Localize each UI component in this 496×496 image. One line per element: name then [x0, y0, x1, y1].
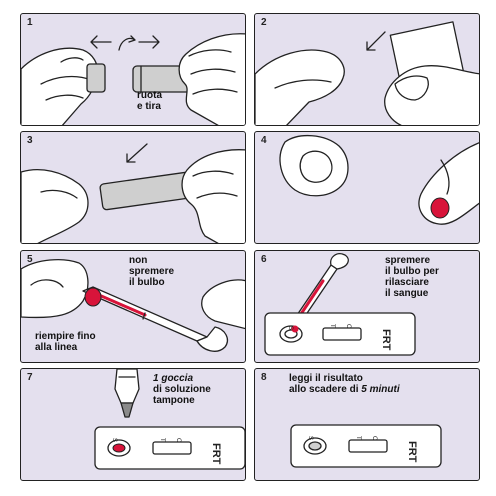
test-mark: T [329, 324, 335, 328]
test-mark: T [159, 438, 165, 442]
caption-line: e tira [137, 101, 161, 112]
step-5-illustration [21, 258, 245, 352]
caption-line: rilasciare [385, 277, 429, 288]
step-number: 2 [261, 17, 267, 28]
control-mark: C [371, 436, 377, 441]
caption-line: il sangue [385, 288, 429, 299]
caption-line: non [129, 255, 148, 266]
left-hand [21, 47, 99, 125]
curved-arrow [118, 35, 136, 51]
result-window [322, 327, 362, 341]
step-1-caption: ruota e tira [137, 90, 197, 112]
step-6-panel: 6 S T C FRT spremere il bulbo per rilasc… [254, 250, 480, 363]
caption-emphasis: 1 goccia [153, 373, 194, 384]
caption-emphasis: 5 minuti [361, 384, 400, 395]
step-5-panel: 5 non spremere il bulbo riempir [20, 250, 246, 363]
step-1-illustration [21, 33, 245, 125]
step-8-caption: leggi il risultato allo scadere di 5 min… [289, 373, 479, 395]
brand-label: FRT [210, 443, 222, 465]
blood-drop [430, 197, 450, 219]
step-4-panel: 4 [254, 131, 480, 244]
caption-line: ruota [137, 90, 162, 101]
arrow-down-left [366, 31, 386, 51]
step-5-caption-b: riempire fino alla linea [35, 331, 125, 353]
brand-label: FRT [380, 329, 392, 351]
step-7-caption: 1 goccia di soluzione tampone [153, 373, 243, 406]
step-number: 4 [261, 135, 267, 146]
step-8-panel: 8 S T C FRT leggi il risultato allo scad… [254, 368, 480, 481]
left-hand [21, 169, 89, 243]
step-6-caption: spremere il bulbo per rilasciare il sang… [385, 255, 477, 299]
step-number: 5 [27, 254, 33, 265]
pipette-bulb [330, 253, 349, 270]
step-7-panel: 7 S T C FRT 1 goccia di soluzione tampon… [20, 368, 246, 481]
step-number: 1 [27, 17, 33, 28]
lancet-body [99, 171, 193, 211]
step-3-illustration [21, 143, 245, 243]
step-1-panel: 1 [20, 13, 246, 126]
step-number: 6 [261, 254, 267, 265]
caption-line: alla linea [35, 342, 78, 353]
step-2-panel: 2 [254, 13, 480, 126]
cap-left [86, 63, 106, 93]
caption-text: allo scadere di [289, 384, 362, 395]
step-4-illustration [279, 135, 479, 225]
blood-drop [84, 287, 102, 307]
caption-line: tampone [153, 395, 195, 406]
caption-line: riempire fino [35, 331, 96, 342]
result-window [152, 441, 192, 455]
blood-in-well [112, 443, 126, 453]
arrow-left [90, 35, 112, 49]
left-hand [255, 49, 345, 125]
sample-mark: S [111, 438, 117, 442]
sample-mark: S [287, 326, 293, 330]
pipette-bulb [196, 326, 229, 352]
caption-line: spremere [129, 266, 175, 277]
step-number: 3 [27, 135, 33, 146]
step-7-illustration: S T C FRT [94, 369, 245, 470]
arrow-right [138, 35, 160, 49]
step-number: 8 [261, 372, 267, 383]
right-hand [178, 33, 245, 125]
step-3-panel: 3 [20, 131, 246, 244]
caption-line: di soluzione [153, 384, 211, 395]
caption-line: allo scadere di 5 minuti [289, 384, 479, 395]
caption-line: il bulbo [129, 277, 165, 288]
result-window [348, 439, 388, 453]
buffer-bottle [114, 369, 140, 404]
step-2-illustration [255, 21, 479, 125]
step-5-caption-a: non spremere il bulbo [129, 255, 199, 288]
test-mark: T [355, 436, 361, 440]
caption-line: leggi il risultato [289, 373, 363, 384]
step-number: 7 [27, 372, 33, 383]
fingertip [21, 258, 89, 319]
sample-mark: S [307, 436, 313, 440]
right-hand [181, 149, 245, 243]
caption-line: il bulbo per [385, 266, 439, 277]
arrow-down-left [126, 143, 148, 163]
control-mark: C [345, 324, 351, 329]
step-6-illustration: S T C FRT [264, 253, 416, 356]
blood-drop [291, 325, 299, 333]
step-8-illustration: S T C FRT [290, 424, 442, 468]
caption-line: spremere [385, 255, 431, 266]
brand-label: FRT [406, 441, 418, 463]
right-hand [201, 279, 245, 330]
control-mark: C [175, 438, 181, 443]
